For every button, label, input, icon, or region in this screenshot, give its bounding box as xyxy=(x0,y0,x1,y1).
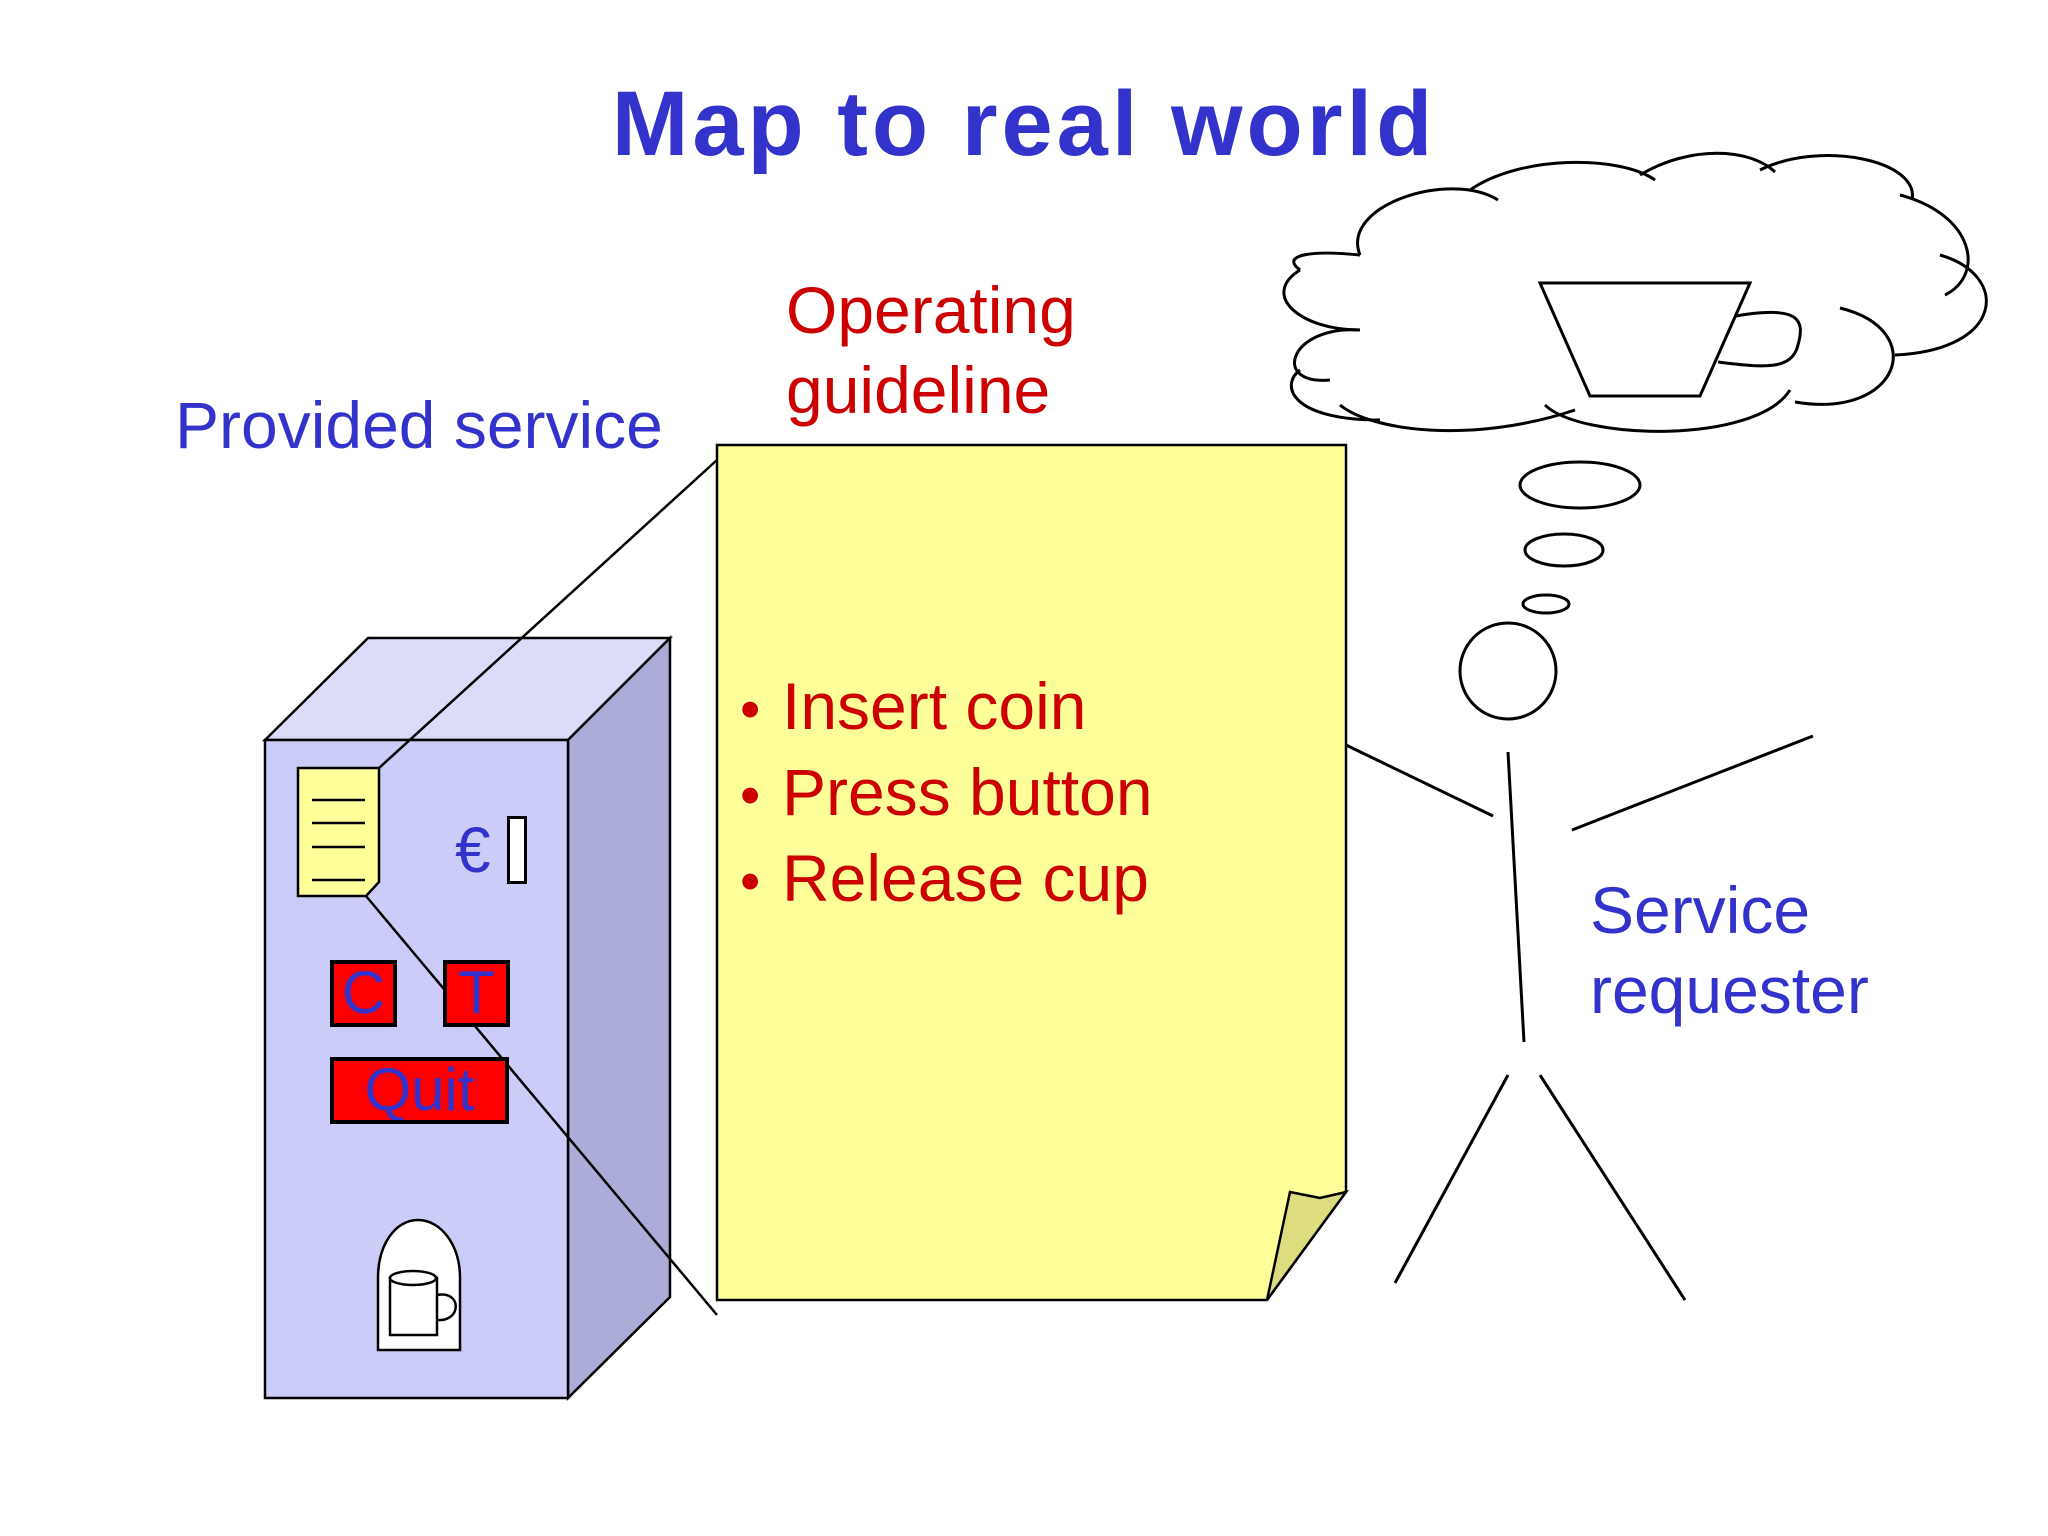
stick-figure-icon xyxy=(1345,621,1814,1301)
provided-service-label: Provided service xyxy=(175,388,663,462)
slide-title: Map to real world xyxy=(611,73,1437,175)
zoom-line-top xyxy=(378,459,718,769)
page-curl xyxy=(1265,1190,1349,1301)
currency-symbol: € xyxy=(455,814,491,886)
service-requester-label: Service requester xyxy=(1590,870,1869,1030)
cup-icon xyxy=(376,1218,462,1352)
thought-cloud-icon xyxy=(1282,151,1988,433)
guideline-step: Press button xyxy=(740,751,1153,837)
service-requester-label-line1: Service xyxy=(1590,873,1811,947)
service-requester-label-line2: requester xyxy=(1590,953,1869,1027)
coin-slot xyxy=(507,816,527,884)
operating-guideline-label-line2: guideline xyxy=(786,353,1051,427)
guideline-step: Insert coin xyxy=(740,665,1153,751)
machine-button-c: C xyxy=(330,960,397,1027)
machine-button-t: T xyxy=(443,960,510,1027)
machine-button-quit: Quit xyxy=(330,1057,509,1124)
thought-bubbles xyxy=(1518,460,1642,615)
operating-guideline-label-line1: Operating xyxy=(786,273,1076,347)
guideline-step: Release cup xyxy=(740,837,1153,923)
operating-guideline-label: Operating guideline xyxy=(786,270,1076,430)
note-icon xyxy=(296,766,381,898)
zoom-line-bottom xyxy=(365,895,718,1316)
guideline-steps-list: Insert coin Press button Release cup xyxy=(740,665,1153,923)
coffee-cup-icon xyxy=(1537,281,1802,398)
machine-side xyxy=(566,634,672,1401)
